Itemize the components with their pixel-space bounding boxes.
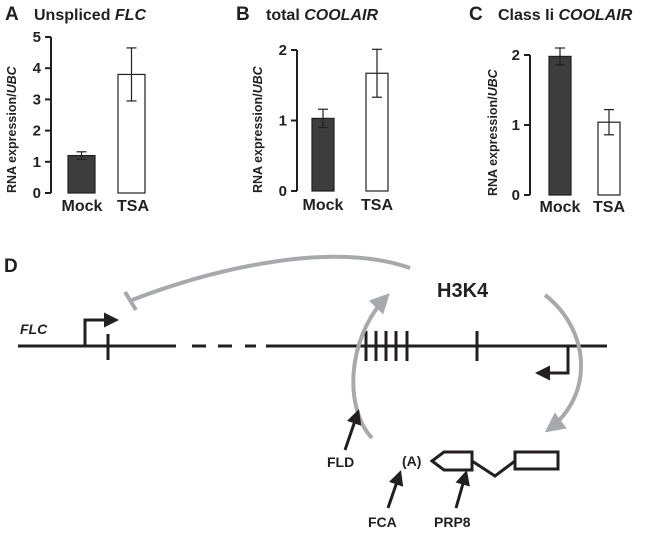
bar-b-mock (311, 117, 335, 192)
category-label-b: Mock (303, 197, 344, 214)
h3k4-label: H3K4 (437, 280, 489, 302)
bar-a-mock (67, 154, 96, 194)
category-label-b: TSA (361, 197, 393, 214)
panel-d: D FLC H3K4 (A) FLD (4, 254, 607, 530)
panel-a: A Unspliced FLC RNA expression/UBC 0 1 2 3 4… (5, 4, 149, 215)
y-axis-label-b: RNA expression/UBC (251, 65, 265, 193)
y-axis-label-a-italic: UBC (5, 65, 19, 93)
y-tick-label-c: 1 (512, 117, 520, 134)
polya-label: (A) (402, 453, 421, 469)
chart-title-b-italic: COOLAIR (304, 7, 378, 24)
repression-bar-icon (123, 290, 138, 312)
panel-letter-a: A (5, 4, 19, 25)
y-tick-label-c: 0 (512, 187, 520, 204)
chart-title-c-plain: Class Ii (498, 7, 558, 24)
y-axis-label-b-plain: RNA expression/ (251, 93, 265, 193)
fca-arrow-icon (386, 470, 404, 509)
category-label-c: TSA (593, 199, 625, 216)
cycle-arc-left (351, 293, 390, 440)
antisense-tss-arrow-icon (535, 346, 570, 381)
panel-letter-d: D (4, 256, 18, 277)
chart-title-a-plain: Unspliced (34, 7, 115, 24)
category-label-a: TSA (117, 198, 149, 215)
y-axis-label-a: RNA expression/UBC (5, 65, 19, 193)
panel-b: B total COOLAIR RNA expression/UBC 0 1 2Mo… (236, 4, 393, 214)
y-axis-label-c-italic: UBC (486, 68, 500, 96)
transcript-intron (471, 459, 516, 478)
cycle-arc-right (543, 293, 583, 433)
y-axis-label-a-plain: RNA expression/ (5, 93, 19, 193)
bar-c-mock (548, 55, 572, 196)
prp8-label: PRP8 (434, 514, 471, 530)
chart-title-b-plain: total (266, 7, 304, 24)
y-tick-label-a: 2 (33, 123, 41, 140)
fld-label: FLD (327, 454, 354, 470)
y-tick-label-c: 2 (512, 47, 520, 64)
y-tick-label-a: 0 (33, 185, 41, 202)
y-tick-label-a: 3 (33, 91, 41, 108)
chart-title-c: Class Ii COOLAIR (498, 7, 633, 24)
chart-title-a: Unspliced FLC (34, 7, 146, 24)
transcript-exon-box (513, 450, 560, 471)
sense-tss-arrow-icon (83, 312, 119, 346)
y-tick-label-a: 4 (33, 60, 42, 77)
y-tick-label-b: 2 (279, 42, 287, 59)
panel-letter-b: B (236, 4, 250, 25)
transcript-exon-arrow-icon (429, 450, 474, 472)
category-label-c: Mock (540, 199, 581, 216)
y-axis-label-c-plain: RNA expression/ (486, 96, 500, 196)
prp8-arrow-icon (454, 470, 470, 509)
flc-gene-label: FLC (20, 321, 48, 337)
y-tick-label-b: 1 (279, 113, 287, 130)
panel-c: C Class Ii COOLAIR RNA expression/UBC 0 1… (469, 4, 633, 216)
y-tick-label-a: 5 (33, 29, 41, 46)
chart-title-b: total COOLAIR (266, 7, 378, 24)
category-label-a: Mock (62, 198, 103, 215)
y-axis-label-c: RNA expression/UBC (486, 68, 500, 196)
chart-title-c-italic: COOLAIR (558, 7, 632, 24)
repression-arc (131, 254, 411, 302)
chart-title-a-italic: FLC (115, 7, 147, 24)
y-tick-label-a: 1 (33, 154, 41, 171)
fca-label: FCA (368, 514, 397, 530)
y-axis-label-b-italic: UBC (251, 65, 265, 93)
y-tick-label-b: 0 (279, 183, 287, 200)
fld-arrow-icon (343, 409, 362, 451)
panel-letter-c: C (469, 4, 483, 25)
